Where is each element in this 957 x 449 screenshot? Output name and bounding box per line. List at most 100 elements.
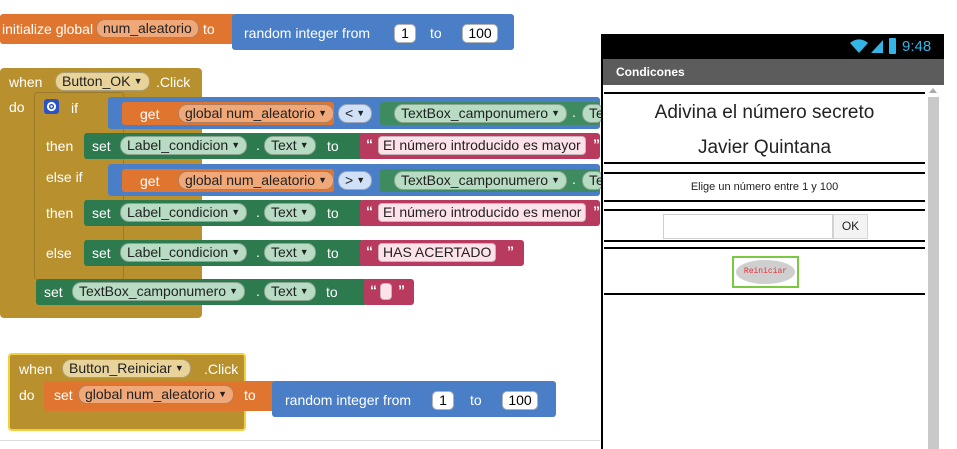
- button-reiniciar-component[interactable]: Button_Reiniciar▼: [62, 359, 191, 378]
- random-max-value-2[interactable]: 100: [502, 391, 538, 410]
- set-global-to: to: [244, 387, 256, 403]
- init-to-label: to: [203, 21, 215, 37]
- status-bar: 9:48: [603, 34, 944, 59]
- compare-block-2[interactable]: get global num_aleatorio▼ >▼ TextBox_cam…: [108, 164, 605, 196]
- scroll-thumb[interactable]: [928, 97, 939, 449]
- set-component-3[interactable]: Label_condicion▼: [120, 243, 248, 262]
- prop-truncated-1[interactable]: Te: [582, 104, 605, 123]
- textbox-getter-1[interactable]: TextBox_camponumero▼ . Te: [380, 102, 605, 125]
- random-label: random integer from: [244, 25, 371, 41]
- chevron-down-icon: ▼: [218, 389, 227, 399]
- get-var-1[interactable]: global num_aleatorio▼: [178, 104, 334, 123]
- get-block-2[interactable]: get global num_aleatorio▼: [122, 169, 334, 192]
- set-dot-3: .: [256, 244, 260, 260]
- button-ok-component[interactable]: Button_OK▼: [55, 72, 150, 91]
- init-global-block[interactable]: initialize global num_aleatorio to: [0, 14, 236, 44]
- quote-close-3: ”: [507, 243, 514, 259]
- set-label-1: set: [92, 138, 111, 154]
- text-block-2[interactable]: “ El número introducido es menor ”: [360, 200, 600, 226]
- set-block-3[interactable]: set Label_condicion▼ . Text▼ to: [84, 240, 364, 266]
- if-label: if: [71, 100, 78, 116]
- event-name: .Click: [156, 74, 191, 90]
- textbox-getter-2[interactable]: TextBox_camponumero▼ . Te: [380, 169, 605, 192]
- battery-icon: [889, 38, 896, 54]
- get-label-1: get: [140, 106, 160, 122]
- set-component-2[interactable]: Label_condicion▼: [120, 203, 248, 222]
- chevron-down-icon: ▼: [318, 175, 327, 185]
- text-value-2[interactable]: El número introducido es menor: [378, 203, 587, 222]
- set-component-1[interactable]: Label_condicion▼: [120, 136, 248, 155]
- get-label-2: get: [140, 173, 160, 189]
- app-title: Condicones: [616, 65, 685, 79]
- set-block-1[interactable]: set Label_condicion▼ . Text▼ to: [84, 133, 364, 159]
- set-prop-3[interactable]: Text▼: [264, 243, 316, 262]
- scroll-up-arrow[interactable]: [929, 88, 937, 93]
- get-block-1[interactable]: get global num_aleatorio▼: [122, 102, 334, 125]
- when-label: when: [9, 74, 43, 90]
- textbox-component-1[interactable]: TextBox_camponumero▼: [394, 104, 568, 123]
- set-global-block[interactable]: set global num_aleatorio▼ to: [44, 381, 276, 411]
- reset-random-block[interactable]: random integer from 1 to 100: [272, 381, 556, 417]
- random-max-value[interactable]: 100: [462, 24, 498, 43]
- chevron-down-icon: ▼: [318, 108, 327, 118]
- random-label-2: random integer from: [285, 392, 412, 408]
- gear-icon[interactable]: [44, 99, 59, 114]
- quote-open-1: “: [366, 136, 373, 152]
- init-label: initialize global: [2, 21, 94, 37]
- random-to-label: to: [430, 25, 442, 41]
- set-prop-4[interactable]: Text▼: [264, 282, 316, 301]
- chevron-down-icon: ▼: [231, 140, 241, 150]
- quote-open-2: “: [366, 203, 373, 219]
- heading-author: Javier Quintana: [697, 137, 832, 158]
- text-block-1[interactable]: “ El número introducido es mayor ”: [360, 133, 600, 159]
- chevron-down-icon: ▼: [231, 247, 241, 257]
- set-global-var[interactable]: global num_aleatorio▼: [78, 385, 234, 404]
- chevron-down-icon: ▼: [551, 108, 561, 118]
- set-global-label: set: [54, 387, 73, 403]
- get-var-2[interactable]: global num_aleatorio▼: [178, 171, 334, 190]
- set-to-label-1: to: [327, 138, 339, 154]
- text-value-1[interactable]: El número introducido es mayor: [378, 136, 586, 155]
- set-block-4[interactable]: set TextBox_camponumero▼ . Text▼ to: [36, 279, 368, 305]
- then-label-1: then: [46, 138, 74, 154]
- random-from-value[interactable]: 1: [394, 24, 416, 43]
- scroll-track[interactable]: [927, 85, 940, 449]
- number-input[interactable]: [663, 214, 833, 239]
- else-if-label: else if: [46, 169, 83, 185]
- text-value-3[interactable]: HAS ACERTADO: [378, 243, 497, 262]
- reset-button[interactable]: Reiniciar: [736, 260, 795, 284]
- set-dot-4: .: [256, 283, 260, 299]
- set-component-4[interactable]: TextBox_camponumero▼: [72, 282, 246, 301]
- random-from-value-2[interactable]: 1: [432, 391, 454, 410]
- heading-panel: Adivina el número secreto Javier Quintan…: [604, 92, 925, 164]
- when-label-2: when: [19, 361, 53, 377]
- quote-open-4: “: [370, 282, 377, 298]
- text-value-empty[interactable]: [380, 283, 392, 300]
- ok-button[interactable]: OK: [833, 214, 868, 239]
- chevron-down-icon: ▼: [174, 363, 184, 373]
- set-block-2[interactable]: set Label_condicion▼ . Text▼ to: [84, 200, 364, 226]
- prop-truncated-2[interactable]: Te: [582, 171, 605, 190]
- chevron-down-icon: ▼: [356, 108, 366, 118]
- set-prop-2[interactable]: Text▼: [264, 203, 316, 222]
- blocks-workspace[interactable]: initialize global num_aleatorio to rando…: [0, 0, 605, 449]
- quote-close-4: ”: [398, 282, 405, 298]
- set-to-label-4: to: [326, 284, 338, 300]
- init-var-name[interactable]: num_aleatorio: [96, 19, 199, 38]
- textbox-component-2[interactable]: TextBox_camponumero▼: [394, 171, 568, 190]
- init-random-block[interactable]: random integer from 1 to 100: [232, 14, 514, 50]
- text-block-4[interactable]: “ ”: [364, 279, 414, 305]
- instruction-text: Elige un número entre 1 y 100: [690, 181, 839, 193]
- set-label-2: set: [92, 205, 111, 221]
- operator-gt[interactable]: >▼: [338, 171, 373, 190]
- phone-preview: 9:48 Condicones Adivina el número secret…: [601, 34, 944, 449]
- text-block-3[interactable]: “ HAS ACERTADO ”: [360, 240, 524, 266]
- do-label-2: do: [19, 387, 35, 403]
- chevron-down-icon: ▼: [356, 175, 366, 185]
- random-to-label-2: to: [470, 392, 482, 408]
- set-prop-1[interactable]: Text▼: [264, 136, 316, 155]
- compare-block-1[interactable]: get global num_aleatorio▼ <▼ TextBox_cam…: [108, 97, 605, 129]
- signal-icon-svg: [871, 40, 883, 53]
- quote-close-2: ”: [593, 203, 600, 219]
- operator-lt[interactable]: <▼: [338, 104, 373, 123]
